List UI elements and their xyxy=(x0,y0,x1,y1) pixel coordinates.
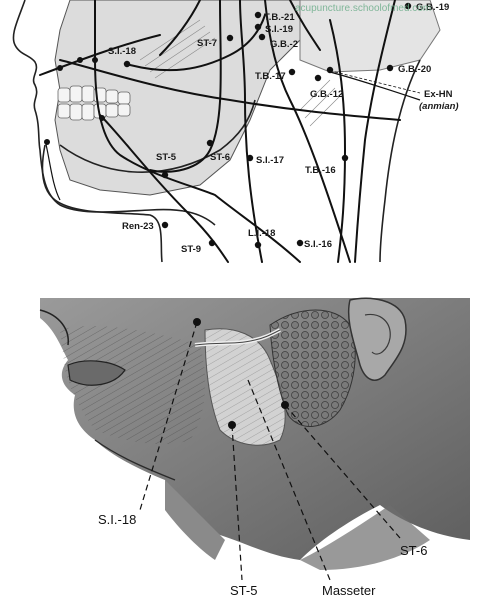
label-si18-bottom: S.I.-18 xyxy=(98,512,136,527)
nose xyxy=(39,309,69,346)
top-diagram: T.B.-21 S.I.-19 G.B.-2 G.B.-19 S.I.-18 S… xyxy=(12,0,459,263)
neck-lower xyxy=(165,480,225,560)
label-gb19: G.B.-19 xyxy=(416,2,449,13)
top-labels: T.B.-21 S.I.-19 G.B.-2 G.B.-19 S.I.-18 S… xyxy=(108,2,459,255)
point-tb17 xyxy=(288,68,296,76)
point-st6 xyxy=(206,139,214,147)
point-si18 xyxy=(123,60,131,68)
parotid-gland xyxy=(269,309,356,427)
face-outline xyxy=(12,0,216,226)
point-st7 xyxy=(226,34,234,42)
point-gb12 xyxy=(326,66,334,74)
ear-inner xyxy=(364,313,391,355)
ear-region xyxy=(299,0,441,73)
label-si16: S.I.-16 xyxy=(304,239,332,250)
label-tb16: T.B.-16 xyxy=(305,165,336,176)
label-ren23: Ren-23 xyxy=(122,221,154,232)
label-si19: S.I.-19 xyxy=(265,24,293,35)
label-st7: ST-7 xyxy=(197,38,217,49)
point-face-4 xyxy=(92,57,98,63)
point-face-1 xyxy=(77,57,83,63)
point-face-2 xyxy=(57,65,63,71)
point-face-3 xyxy=(99,115,105,121)
label-exhn: Ex-HN xyxy=(424,89,453,100)
label-st6-bottom: ST-6 xyxy=(400,543,427,558)
point-si17 xyxy=(246,154,254,162)
neck-shade xyxy=(300,505,430,570)
top-acupoints xyxy=(44,2,412,249)
point-ren23 xyxy=(161,221,169,229)
neck-hatch xyxy=(139,19,341,127)
point-si19 xyxy=(254,23,262,31)
parotid-duct-outline xyxy=(194,329,281,346)
lips xyxy=(67,360,126,386)
point-tb21 xyxy=(254,11,262,19)
point-si16 xyxy=(296,239,304,247)
leader-masseter xyxy=(247,379,331,581)
point-st5 xyxy=(161,171,169,179)
leader-si18 xyxy=(139,321,198,511)
point-tb16 xyxy=(341,154,349,162)
bottom-illustration: S.I.-18 ST-5 Masseter ST-6 xyxy=(39,297,470,598)
neck-outline-back xyxy=(379,59,421,263)
ear-shape xyxy=(347,297,407,381)
point-gb2 xyxy=(258,33,266,41)
label-st6: ST-6 xyxy=(210,152,230,163)
point-gb19 xyxy=(404,2,412,10)
watermark: acupuncture.schoolofmed.com xyxy=(295,3,431,14)
facial-muscles xyxy=(60,325,206,445)
point-gb12b xyxy=(314,74,322,82)
label-tb21: T.B.-21 xyxy=(264,12,295,23)
point-chin xyxy=(44,139,50,145)
label-gb2: G.B.-2 xyxy=(270,39,298,50)
leader-st5 xyxy=(231,424,243,581)
chin-line xyxy=(94,439,176,481)
label-st5-bottom: ST-5 xyxy=(230,583,257,598)
label-exhn-sub: (anmian) xyxy=(419,101,459,112)
label-st9: ST-9 xyxy=(181,244,201,255)
label-li18: L.I.-18 xyxy=(248,228,275,239)
label-st5: ST-5 xyxy=(156,152,177,163)
point-gb20 xyxy=(386,64,394,72)
point-li18 xyxy=(254,241,262,249)
label-gb12: G.B.-12 xyxy=(310,89,343,100)
label-masseter: Masseter xyxy=(322,583,376,598)
label-tb17: T.B.-17 xyxy=(255,71,286,82)
exhn-leader xyxy=(334,71,421,94)
neck-outline-front xyxy=(41,144,163,263)
point-st9 xyxy=(208,239,216,247)
label-si18: S.I.-18 xyxy=(108,46,136,57)
masseter-fibers xyxy=(205,328,286,446)
label-si17: S.I.-17 xyxy=(256,155,284,166)
label-gb20: G.B.-20 xyxy=(398,64,431,75)
